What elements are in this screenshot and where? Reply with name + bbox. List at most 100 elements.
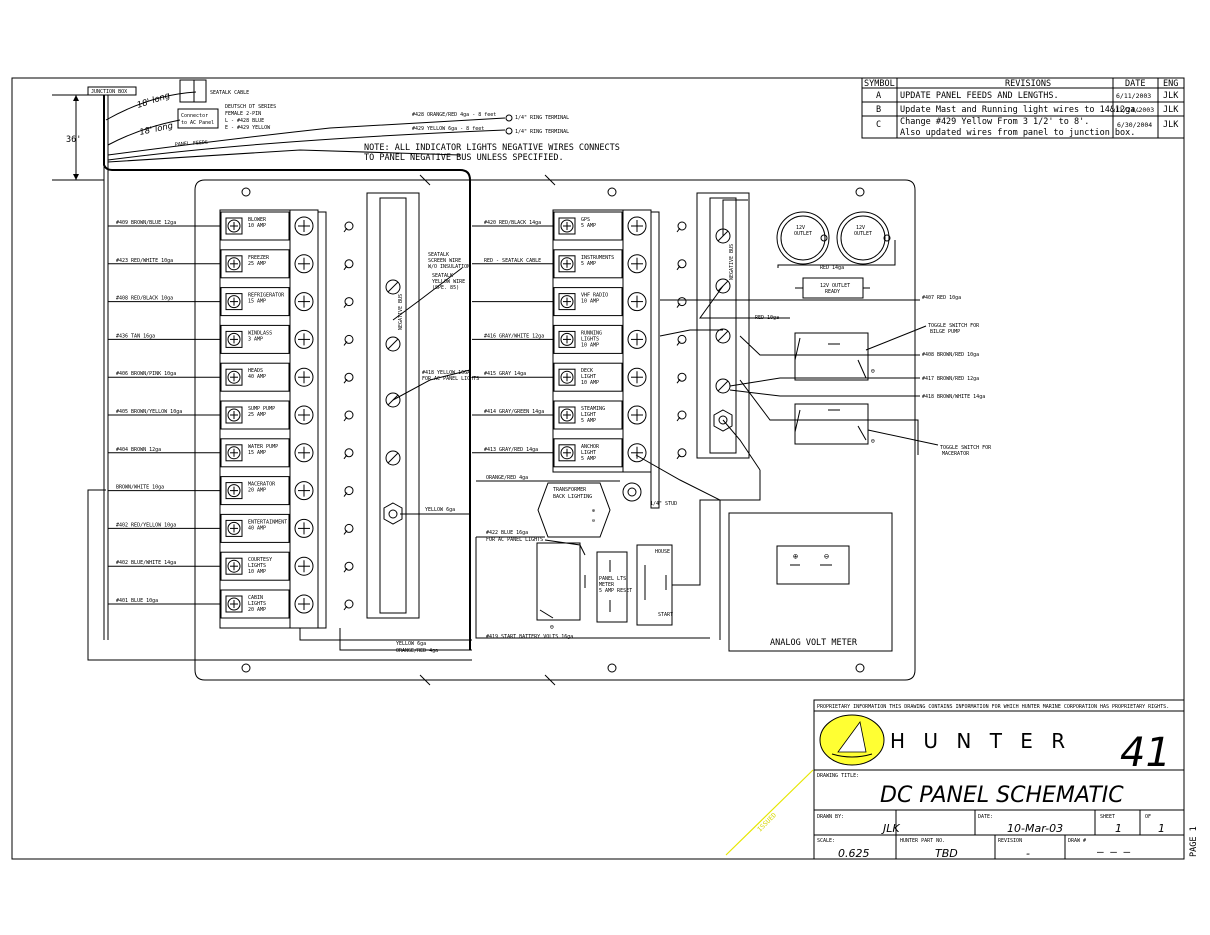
left-breaker-name: COURTESY (248, 557, 272, 563)
right-breaker-amp: 5 AMP (581, 418, 596, 424)
right-indicator-lead (676, 227, 681, 233)
left-feed-wire-label: #402 RED/YELLOW 10ga (116, 522, 176, 528)
yellow-6ga-label: YELLOW 6ga (425, 507, 455, 513)
panel-feeds-label: PANEL FEEDS (175, 140, 208, 148)
part-value: TBD (935, 847, 958, 860)
left-indicator-lead (343, 378, 348, 384)
ring-terminal-2: 1/4" RING TERMINAL (515, 129, 569, 135)
left-breaker-name: FREEZER (248, 255, 270, 261)
right-breaker-name2: LIGHTS (581, 336, 599, 342)
start-battery-label: #419 START BATTERY VOLTS 16ga (486, 634, 573, 640)
outlet-2-sub: OUTLET (854, 231, 872, 237)
note-line-1: NOTE: ALL INDICATOR LIGHTS NEGATIVE WIRE… (364, 143, 620, 153)
left-bus-terminal (294, 405, 314, 425)
left-bus-terminal (294, 329, 314, 349)
left-feed-wire-label: #401 BLUE 10ga (116, 598, 158, 604)
rev-c-symbol: C (876, 120, 881, 130)
left-breaker-amp: 10 AMP (248, 223, 266, 229)
left-feed-wire-label: #406 BROWN/PINK 10ga (116, 371, 176, 377)
right-breaker-switch (558, 217, 576, 235)
left-indicator-lead (343, 605, 348, 611)
outlets: 12V OUTLET 12V OUTLET RED 14ga 12V OUTLE… (660, 211, 961, 321)
to-ac-panel-label: to AC Panel (181, 120, 214, 126)
rev-header-symbol: SYMBOL (864, 79, 895, 89)
revision-value: - (1026, 847, 1030, 860)
right-bus-terminal (627, 254, 647, 274)
left-breaker-amp: 20 AMP (248, 488, 266, 494)
center-negative-bus-label: NEGATIVE BUS (398, 294, 404, 330)
left-breaker-terminal (227, 332, 241, 346)
left-breaker-name: WATER PUMP (248, 444, 278, 450)
right-bus-terminal (627, 405, 647, 425)
left-breaker-name: REFRIGERATOR (248, 293, 285, 299)
left-breaker-name: CABIN (248, 595, 263, 601)
proprietary-notice: PROPRIETARY INFORMATION THIS DRAWING CON… (817, 704, 1169, 710)
right-feed-wire-label: #420 RED/BLACK 14ga (484, 220, 541, 226)
scale-value: 0.625 (838, 847, 870, 860)
left-indicator-light (344, 259, 354, 269)
left-breaker-name: WINDLASS (248, 330, 272, 336)
connector-label: Connector (181, 113, 208, 119)
left-bus-terminal (294, 594, 314, 614)
left-indicator-light (344, 410, 354, 420)
sheet-value: 1 (1115, 822, 1122, 835)
toggle-1-minus: ⊖ (871, 367, 875, 375)
right-breaker-name: ANCHOR (581, 444, 600, 450)
left-feed-wire-label: #409 BROWN/BLUE 12ga (116, 220, 176, 226)
left-breaker-switch (225, 557, 243, 575)
right-indicator-light (677, 334, 687, 344)
left-breaker-amp: 40 AMP (248, 525, 266, 531)
deutsch-2: FEMALE 2-PIN (225, 111, 261, 117)
deutsch-3: L - #428 BLUE (225, 118, 264, 124)
transformer-1: TRANSFORMER (553, 487, 587, 493)
issued-stamp: ISSUED (725, 769, 814, 856)
left-breaker-terminal (227, 257, 241, 271)
right-breaker-name: DECK (581, 368, 593, 374)
left-breaker-amp: 15 AMP (248, 450, 266, 456)
wire-brown-red: #408 BROWN/RED 10ga (922, 352, 979, 358)
left-breaker-amp: 15 AMP (248, 299, 266, 305)
left-feed-wire-label: #404 BROWN 12ga (116, 447, 161, 453)
right-breaker-switch (558, 255, 576, 273)
right-breaker-amp: 5 AMP (581, 261, 596, 267)
wire-brown-red2: #417 BROWN/RED 12ga (922, 376, 979, 382)
toggle-mac-2: MACERATOR (942, 451, 970, 457)
left-breaker-switch (225, 293, 243, 311)
meter-minus: ⊖ (824, 552, 829, 562)
transformer-plus: ⊕ (592, 508, 595, 514)
left-breaker-terminal (227, 559, 241, 573)
left-breaker-switch (225, 368, 243, 386)
left-breaker-terminal (227, 521, 241, 535)
left-feed-wire-label: #408 RED/BLACK 10ga (116, 296, 173, 302)
right-breaker-terminal (560, 219, 574, 233)
wire-428-label: #428 ORANGE/RED 4ga - 8 feet (412, 112, 496, 118)
left-breaker-amp: 20 AMP (248, 607, 266, 613)
right-breaker-switch (558, 293, 576, 311)
left-breaker-name: ENTERTAINMENT (248, 519, 287, 525)
right-breaker-name: VHF RADIO (581, 293, 608, 299)
right-indicator-lead (676, 341, 681, 346)
analog-volt-meter-label: ANALOG VOLT METER (770, 638, 858, 648)
dc-panel-outline (194, 179, 916, 681)
part-label: HUNTER PART NO. (900, 838, 945, 844)
hunter-wordmark: H U N T E R (890, 729, 1071, 753)
left-feed-wire-label: #423 RED/WHITE 10ga (116, 258, 173, 264)
ring-terminal-1: 1/4" RING TERMINAL (515, 115, 569, 121)
left-indicator-lead (343, 265, 348, 271)
panel-lts-1: PANEL LTS (599, 576, 626, 582)
rev-c-eng: JLK (1163, 120, 1179, 130)
drawing-title: DC PANEL SCHEMATIC (880, 783, 1124, 808)
rev-b-eng: JLK (1163, 105, 1179, 115)
left-breaker-terminal (227, 295, 241, 309)
toggle-bilge-2: BILGE PUMP (930, 329, 960, 335)
left-indicator-light (344, 334, 354, 344)
drawn-by: JLK (881, 822, 900, 835)
